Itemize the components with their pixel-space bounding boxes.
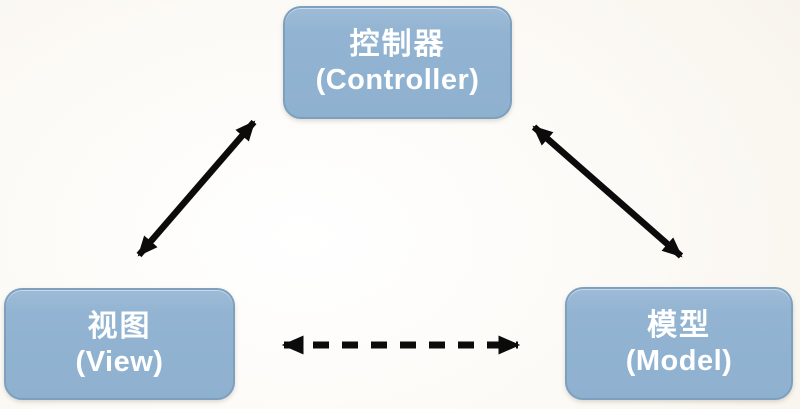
node-controller: 控制器 (Controller)	[283, 6, 512, 119]
arrow-view-controller	[136, 119, 257, 258]
node-view-label-en: (View)	[75, 345, 164, 378]
node-model-label-en: (Model)	[625, 345, 733, 378]
node-controller-label-zh: 控制器	[349, 28, 446, 62]
node-model-label-zh: 模型	[647, 309, 711, 343]
node-controller-label-en: (Controller)	[315, 64, 480, 97]
node-view: 视图 (View)	[4, 288, 235, 400]
arrow-controller-model	[531, 124, 684, 259]
node-view-label-zh: 视图	[87, 309, 152, 343]
node-model: 模型 (Model)	[565, 287, 793, 400]
